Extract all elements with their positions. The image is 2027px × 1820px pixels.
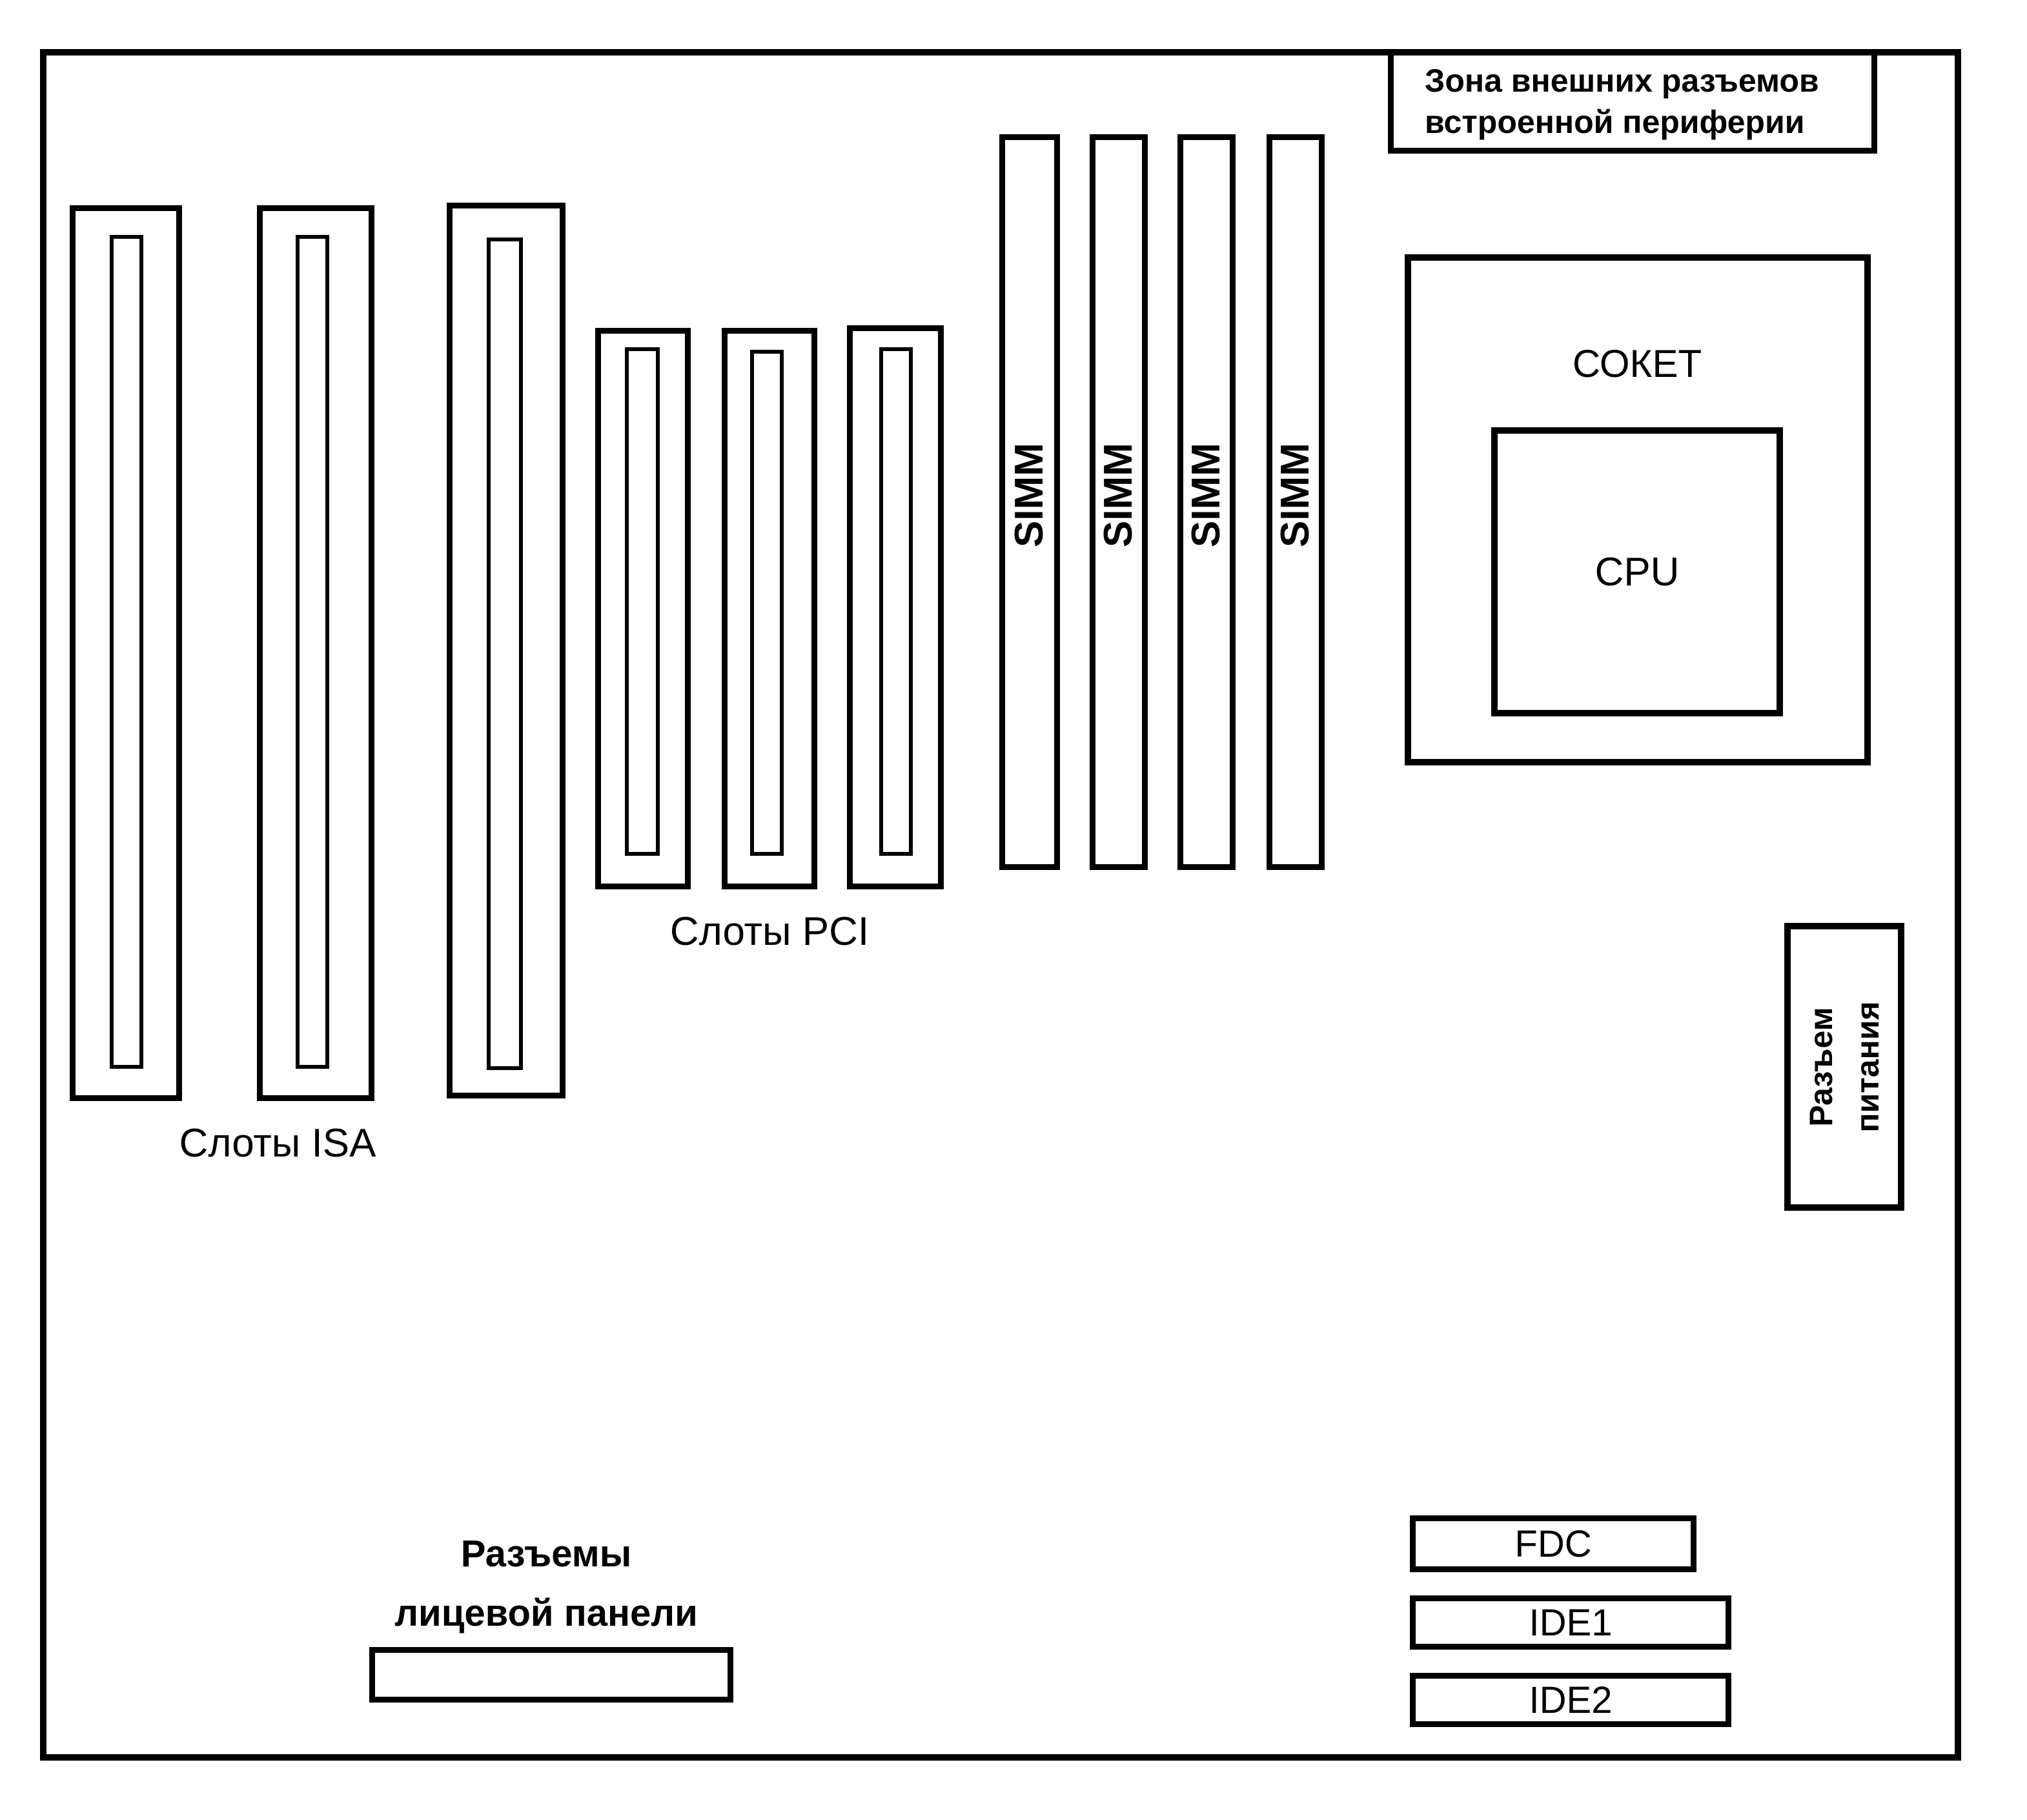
ide2-connector: IDE2 [1410,1673,1731,1727]
front-panel-label-line-1: Разъемы [460,1533,632,1575]
pci-slot-contacts [879,347,913,856]
isa-slot-contacts [110,235,143,1069]
simm-slot-label: SIMM [1184,442,1228,547]
isa-slot [257,205,374,1101]
pci-slot [847,325,944,889]
isa-slot [70,205,182,1101]
isa-slots-label: Слоты ISA [179,1121,376,1166]
cpu-label: CPU [1594,549,1680,594]
isa-slot [447,203,565,1098]
external-connectors-zone: Зона внешних разъемов встроенной перифер… [1388,49,1877,154]
cpu-socket [1405,254,1871,765]
pci-slot [722,328,817,889]
power-connector-label-line-1: Разъем [1803,1007,1839,1127]
simm-slot: SIMM [1267,134,1325,870]
pci-slot-contacts [750,350,784,856]
fdc-connector-label: FDC [1514,1522,1592,1565]
power-connector-label: Разъем питания [1798,1001,1891,1132]
cpu-chip: CPU [1491,427,1783,716]
power-connector-label-line-2: питания [1849,1001,1886,1133]
ide2-connector-label: IDE2 [1529,1679,1613,1721]
isa-slot-contacts [296,235,329,1069]
ide1-connector-label: IDE1 [1529,1601,1613,1644]
cpu-socket-label: СОКЕТ [1572,342,1702,385]
simm-slot: SIMM [999,134,1060,870]
external-zone-line-2: встроенной периферии [1425,104,1805,140]
isa-slot-contacts [487,238,523,1070]
front-panel-label: Разъемы лицевой панели [352,1524,740,1643]
power-connector: Разъем питания [1784,923,1904,1211]
motherboard-outline [40,49,1961,1761]
simm-slot-label: SIMM [1007,442,1052,547]
pci-slot-contacts [625,347,660,856]
external-zone-line-1: Зона внешних разъемов [1425,63,1819,99]
pci-slot [595,328,691,889]
simm-slot: SIMM [1090,134,1148,870]
front-panel-label-line-2: лицевой панели [394,1592,698,1634]
simm-slot-label: SIMM [1096,442,1141,547]
simm-slot-label: SIMM [1273,442,1318,547]
fdc-connector: FDC [1410,1515,1696,1572]
ide1-connector: IDE1 [1410,1595,1731,1650]
pci-slots-label: Слоты PCI [669,909,870,954]
simm-slot: SIMM [1177,134,1236,870]
front-panel-connector [369,1647,733,1703]
